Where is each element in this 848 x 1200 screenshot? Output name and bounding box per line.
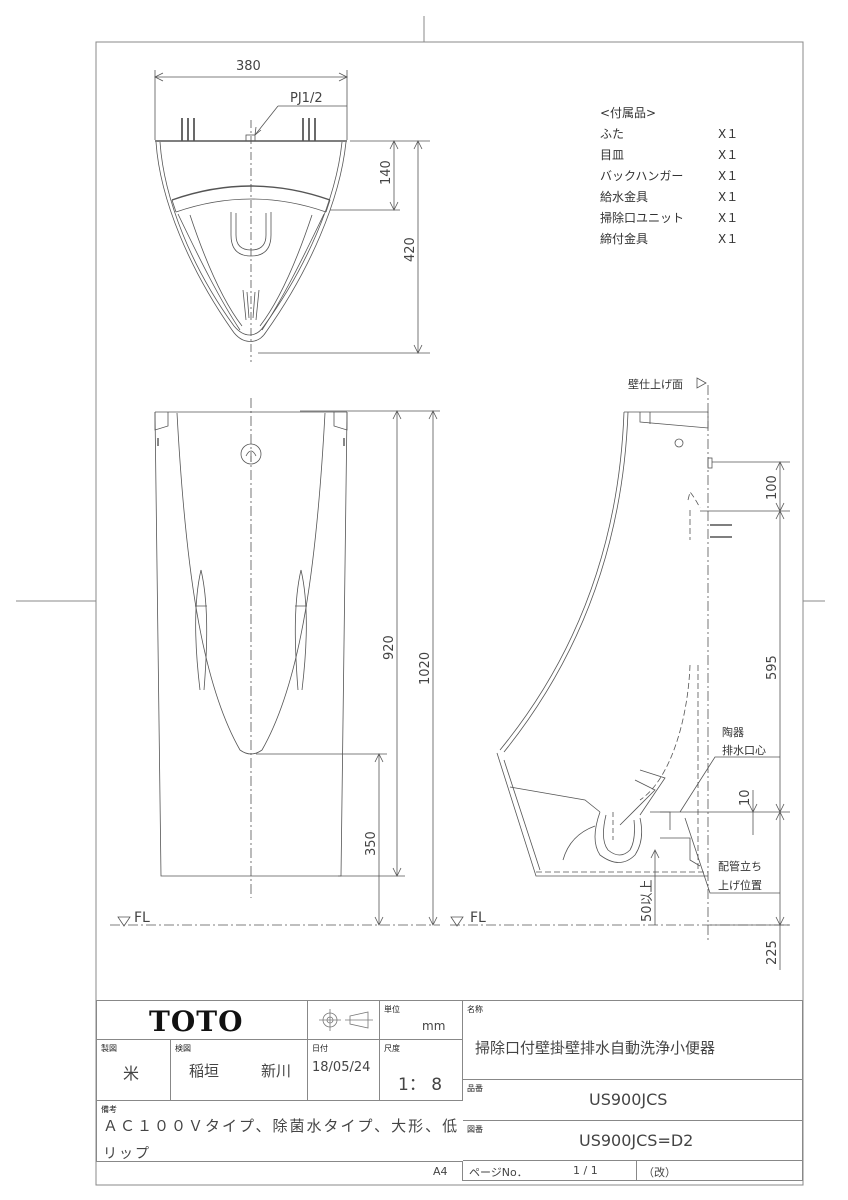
remarks-cell: 備考 ＡＣ１００Ｖタイプ、除菌水タイプ、大形、低 リップ	[96, 1100, 463, 1162]
accessory-qty: X１	[718, 190, 739, 204]
side-dim-small: 10	[738, 789, 753, 806]
page-no-cell: ページNo． 1 / 1	[462, 1160, 637, 1181]
front-height-dim-1: 920	[382, 635, 397, 660]
pipe-position-label-1: 配管立ち	[718, 859, 762, 873]
drafted-cell: 製図 米	[96, 1039, 171, 1101]
date-label: 日付	[312, 1044, 328, 1053]
accessory-qty: X１	[718, 211, 739, 225]
checked-label: 検図	[175, 1044, 191, 1053]
product-no-cell: 品番 US900JCS	[462, 1079, 803, 1121]
top-view	[154, 70, 430, 362]
scale-value: 1： 8	[398, 1075, 443, 1095]
product-name: 掃除口付壁掛壁排水自動洗浄小便器	[475, 1039, 716, 1057]
sheet-frame	[95, 41, 804, 1186]
remarks-label: 備考	[101, 1105, 117, 1114]
accessory-name: 目皿	[600, 148, 625, 162]
accessory-name: バックハンガー	[600, 169, 684, 183]
page-label: ページNo．	[469, 1166, 528, 1179]
side-dim-top: 100	[765, 475, 780, 500]
front-lip-dim: 350	[364, 831, 379, 856]
accessory-qty: X１	[718, 127, 739, 141]
side-floor-label: FL	[470, 910, 486, 926]
accessory-name: 給水金具	[600, 190, 649, 204]
unit-cell: 単位 mm	[379, 1000, 463, 1040]
checked-cell: 検図 稲垣 新川	[170, 1039, 308, 1101]
front-view	[110, 398, 440, 927]
drawing-no-cell: 図番 US900JCS=D2	[462, 1120, 803, 1161]
front-height-dim-2: 1020	[418, 652, 433, 685]
wall-finish-label: 壁仕上げ面	[628, 377, 683, 391]
top-depth-dim-1: 140	[379, 160, 394, 185]
unit-value: mm	[422, 1019, 446, 1033]
front-floor-label: FL	[134, 910, 150, 926]
accessory-qty: X１	[718, 169, 739, 183]
date-value: 18/05/24	[312, 1060, 371, 1075]
remarks-line-2: リップ	[103, 1146, 151, 1162]
scale-label: 尺度	[384, 1044, 400, 1053]
unit-label: 単位	[384, 1005, 400, 1014]
date-cell: 日付 18/05/24	[307, 1039, 380, 1101]
projection-symbol-cell	[307, 1000, 380, 1040]
pipe-position-label-2: 上げ位置	[718, 878, 762, 892]
accessory-qty: X１	[718, 148, 739, 162]
checked-value-1: 稲垣	[189, 1062, 220, 1080]
top-depth-dim-2: 420	[403, 237, 418, 262]
revision-cell: （改）	[636, 1160, 803, 1181]
paper-size: A4	[433, 1165, 448, 1178]
side-view	[450, 377, 790, 970]
drafted-value: 米	[123, 1064, 140, 1083]
side-dim-bottom: 225	[765, 940, 780, 965]
checked-value-2: 新川	[261, 1062, 292, 1080]
product-name-cell: 名称 掃除口付壁掛壁排水自動洗浄小便器	[462, 1000, 803, 1080]
pipe-label: PJ1/2	[290, 91, 323, 106]
drawing-no-value: US900JCS=D2	[579, 1131, 694, 1150]
product-no-label: 品番	[467, 1084, 483, 1093]
side-dim-mid: 595	[765, 655, 780, 680]
third-angle-projection-icon	[319, 1009, 373, 1031]
brand-cell: TOTO	[96, 1000, 308, 1040]
name-label: 名称	[467, 1005, 483, 1014]
accessories-title: <付属品>	[600, 106, 657, 120]
scale-cell: 尺度 1： 8	[379, 1039, 463, 1101]
side-dim-drain: 50以上	[640, 879, 655, 922]
drain-label-2: 排水口心	[722, 743, 766, 757]
product-no-value: US900JCS	[589, 1090, 668, 1109]
page-value: 1 / 1	[573, 1164, 598, 1177]
remarks-line-1: ＡＣ１００Ｖタイプ、除菌水タイプ、大形、低	[103, 1117, 460, 1135]
accessory-name: ふた	[600, 127, 625, 141]
revision-label: （改）	[643, 1166, 676, 1179]
brand-logo: TOTO	[149, 1005, 244, 1038]
accessory-qty: X１	[718, 232, 739, 246]
accessory-name: 締付金具	[600, 232, 649, 246]
drain-label-1: 陶器	[722, 725, 744, 739]
top-width-dim: 380	[236, 59, 261, 74]
drafted-label: 製図	[101, 1044, 117, 1053]
accessory-name: 掃除口ユニット	[600, 211, 685, 225]
drawing-no-label: 図番	[467, 1125, 483, 1134]
